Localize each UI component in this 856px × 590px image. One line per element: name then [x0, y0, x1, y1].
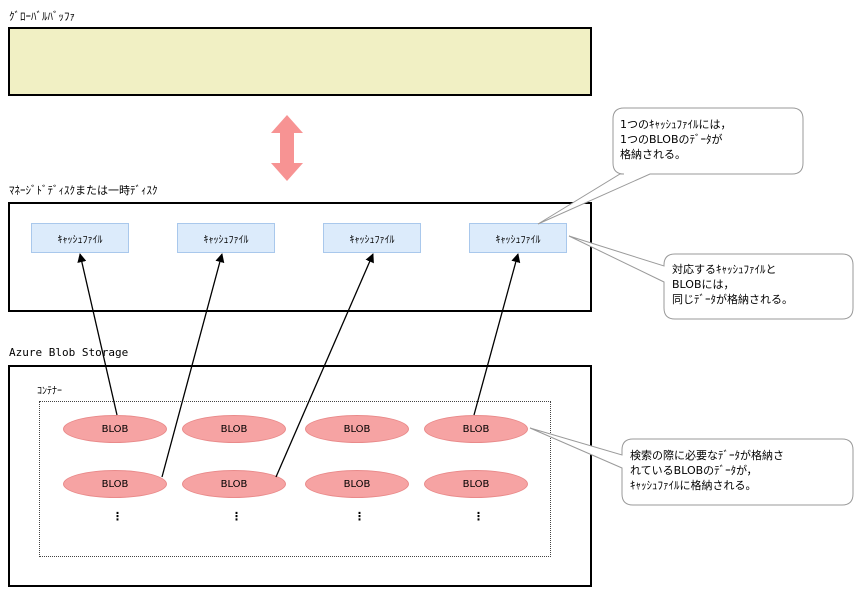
blob-row2-2: BLOB	[182, 470, 286, 498]
callout-bottom-text: 検索の際に必要なﾃﾞｰﾀが格納さ れているBLOBのﾃﾞｰﾀが， ｷｬｯｼｭﾌｧ…	[630, 449, 784, 492]
disk-label: ﾏﾈｰｼﾞﾄﾞﾃﾞｨｽｸまたは一時ﾃﾞｨｽｸ	[9, 184, 158, 197]
cache-file-4: ｷｬｯｼｭﾌｧｲﾙ	[469, 223, 567, 253]
more-blobs-4: ⋮	[473, 510, 484, 523]
arrow-blob-to-cache-3	[275, 253, 374, 478]
global-buffer-label: ｸﾞﾛｰﾊﾞﾙﾊﾞｯﾌｧ	[9, 10, 75, 23]
callout-middle-text: 対応するｷｬｯｼｭﾌｧｲﾙと BLOBには， 同じﾃﾞｰﾀが格納される。	[672, 263, 793, 306]
more-blobs-2: ⋮	[231, 510, 242, 523]
container-box	[39, 401, 551, 557]
disk-box	[8, 202, 592, 312]
blob-row2-4: BLOB	[424, 470, 528, 498]
arrow-blob-to-cache-4	[473, 253, 521, 416]
blob-row1-4: BLOB	[424, 415, 528, 443]
container-label: ｺﾝﾃﾅｰ	[37, 386, 62, 397]
cache-file-2: ｷｬｯｼｭﾌｧｲﾙ	[177, 223, 275, 253]
blob-row1-3: BLOB	[305, 415, 409, 443]
blob-row1-1: BLOB	[63, 415, 167, 443]
cache-file-1: ｷｬｯｼｭﾌｧｲﾙ	[31, 223, 129, 253]
blob-row1-2: BLOB	[182, 415, 286, 443]
arrow-blob-to-cache-1	[77, 253, 118, 416]
callout-middle-shape	[568, 235, 854, 320]
arrow-blob-to-cache-2	[161, 253, 225, 478]
transfer-double-arrow	[271, 115, 303, 181]
callout-bottom-shape	[529, 427, 854, 506]
more-blobs-3: ⋮	[354, 510, 365, 523]
global-buffer-box	[8, 27, 592, 96]
blob-row2-3: BLOB	[305, 470, 409, 498]
cache-file-3: ｷｬｯｼｭﾌｧｲﾙ	[323, 223, 421, 253]
storage-label: Azure Blob Storage	[9, 346, 129, 359]
storage-box	[8, 365, 592, 587]
blob-row2-1: BLOB	[63, 470, 167, 498]
callout-top-shape	[537, 107, 804, 225]
callout-top-text: 1つのｷｬｯｼｭﾌｧｲﾙには， 1つのBLOBのﾃﾞｰﾀが 格納される。	[620, 118, 732, 161]
more-blobs-1: ⋮	[112, 510, 123, 523]
